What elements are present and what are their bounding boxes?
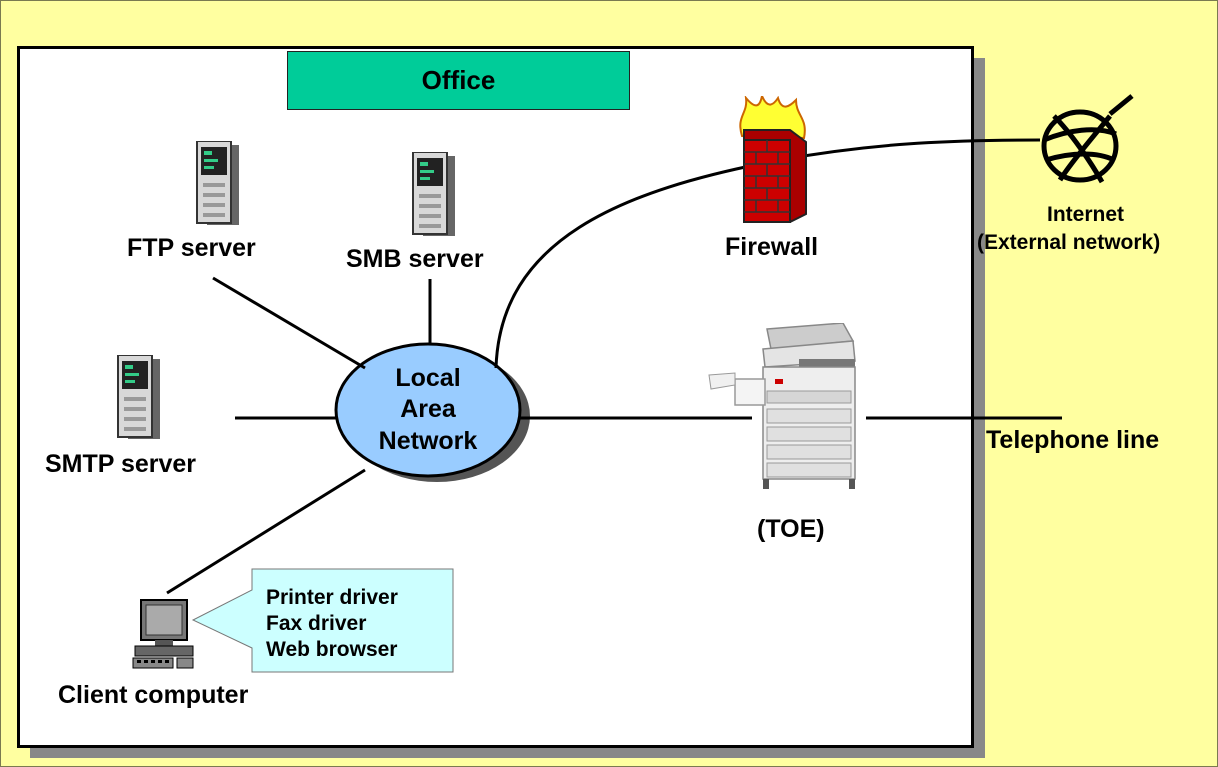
client-software-callout bbox=[191, 568, 454, 673]
lan-label-line2: Area bbox=[400, 395, 456, 424]
multifunction-printer-icon bbox=[708, 323, 856, 489]
toe-label: (TOE) bbox=[757, 515, 825, 543]
ftp-link bbox=[212, 276, 366, 370]
software-item: Printer driver bbox=[266, 586, 398, 609]
lan-label-line3: Network bbox=[378, 426, 478, 455]
server-icon bbox=[196, 141, 239, 225]
firewall-label: Firewall bbox=[725, 233, 819, 261]
firewall-icon bbox=[739, 96, 807, 223]
internet-label: Internet bbox=[1047, 203, 1125, 226]
computer-icon bbox=[132, 599, 194, 669]
office-title: Office bbox=[287, 51, 630, 110]
software-item: Web browser bbox=[266, 638, 398, 661]
client-computer-label: Client computer bbox=[58, 681, 249, 709]
client-link bbox=[166, 468, 366, 595]
globe-icon bbox=[1041, 94, 1134, 184]
lan-label-line1: Local bbox=[395, 364, 461, 393]
lan-ellipse bbox=[334, 342, 522, 478]
server-icon bbox=[117, 355, 160, 439]
telephone-line-label: Telephone line bbox=[986, 426, 1160, 454]
smb-server-label: SMB server bbox=[346, 245, 484, 273]
client-software-list: Printer driver Fax driver Web browser bbox=[266, 585, 398, 663]
smtp-server-label: SMTP server bbox=[45, 450, 197, 478]
server-icon bbox=[412, 152, 455, 236]
external-network-label: (External network) bbox=[977, 231, 1161, 254]
ftp-server-label: FTP server bbox=[127, 234, 256, 262]
lan-label: Local Area Network bbox=[333, 340, 523, 480]
software-item: Fax driver bbox=[266, 612, 367, 635]
